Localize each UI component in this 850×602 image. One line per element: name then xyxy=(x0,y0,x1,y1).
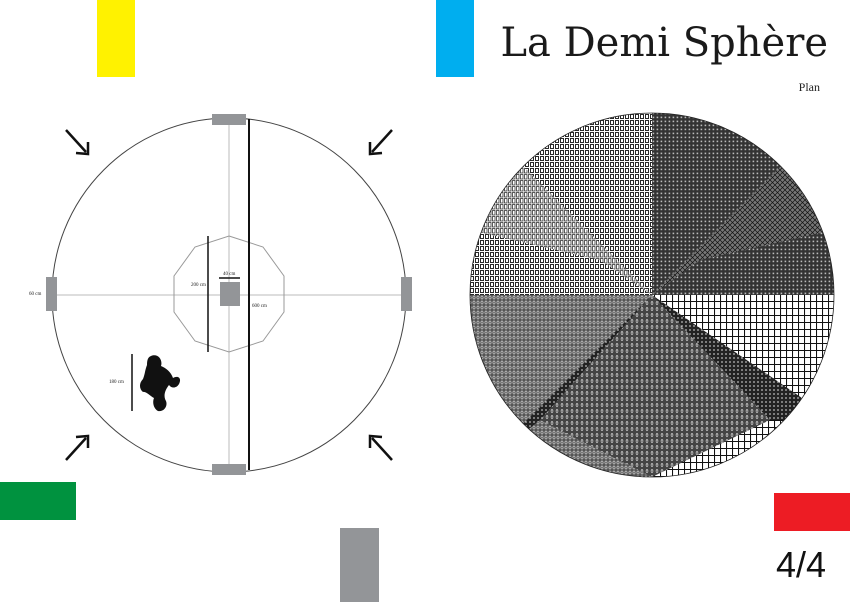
dim-label-height-200: 200 cm xyxy=(191,283,206,288)
gray-marker-top xyxy=(212,114,246,125)
textured-disc xyxy=(470,113,834,477)
center-column xyxy=(220,282,240,306)
dim-label-figure-180: 180 cm xyxy=(109,380,124,385)
gray-marker-left xyxy=(46,277,57,311)
gray-marker-right xyxy=(401,277,412,311)
arrow-top-right-icon xyxy=(368,129,393,156)
red-bar xyxy=(774,493,850,531)
disc-wedge-bottom-right xyxy=(652,295,834,420)
arrow-top-left-icon xyxy=(65,129,90,156)
disc-wedge-bottom-center xyxy=(540,295,770,477)
dim-label-span-600: 600 cm xyxy=(252,304,267,309)
page-subtitle: Plan xyxy=(798,80,820,94)
blue-bar xyxy=(436,0,474,77)
center-decagon xyxy=(173,235,285,353)
dim-label-width-40: 40 cm xyxy=(223,272,235,277)
arrow-bottom-left-icon xyxy=(65,434,90,461)
gray-bar xyxy=(340,528,379,602)
green-bar xyxy=(0,482,76,520)
yellow-bar xyxy=(97,0,135,77)
dim-label-width-60: 60 cm xyxy=(29,292,41,297)
person-silhouette xyxy=(140,355,181,412)
disc-outline xyxy=(469,112,835,478)
gray-marker-bottom xyxy=(212,464,246,475)
page-number: 4/4 xyxy=(775,544,826,585)
page-title: La Demi Sphère xyxy=(500,20,828,66)
arrow-bottom-right-icon xyxy=(368,434,393,461)
floor-plan: 60 cm 40 cm 200 cm 600 cm 180 cm xyxy=(29,114,412,475)
